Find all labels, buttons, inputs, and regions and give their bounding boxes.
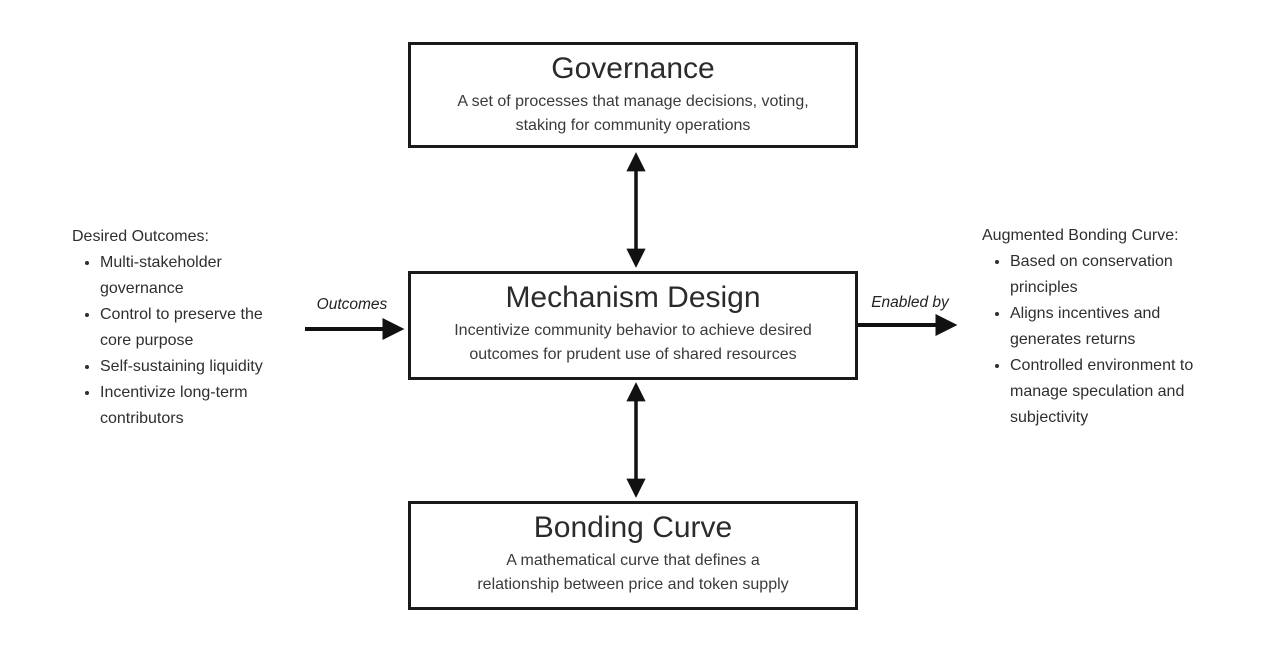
list-item: Incentivize long-term contributors <box>100 380 292 432</box>
mechanism-design-box: Mechanism Design Incentivize community b… <box>408 271 858 380</box>
list-item: Based on conservation principles <box>1010 249 1198 301</box>
augmented-bonding-curve-list: Based on conservation principles Aligns … <box>982 249 1198 431</box>
governance-box: Governance A set of processes that manag… <box>408 42 858 148</box>
bonding-curve-box: Bonding Curve A mathematical curve that … <box>408 501 858 610</box>
list-item: Aligns incentives and generates returns <box>1010 301 1198 353</box>
enabled-by-arrow-label: Enabled by <box>871 294 949 311</box>
bonding-curve-description: A mathematical curve that defines a rela… <box>477 551 789 594</box>
augmented-bonding-curve-panel: Augmented Bonding Curve: Based on conser… <box>982 223 1198 431</box>
desired-outcomes-list: Multi-stakeholder governance Control to … <box>72 250 292 432</box>
desired-outcomes-panel: Desired Outcomes: Multi-stakeholder gove… <box>72 224 292 432</box>
bonding-curve-title: Bonding Curve <box>533 511 733 544</box>
desired-outcomes-heading: Desired Outcomes: <box>72 228 209 245</box>
mechanism-design-title: Mechanism Design <box>505 281 761 314</box>
list-item: Self-sustaining liquidity <box>100 354 292 380</box>
augmented-bonding-curve-heading: Augmented Bonding Curve: <box>982 227 1179 244</box>
list-item: Controlled environment to manage specula… <box>1010 353 1198 431</box>
mechanism-design-description: Incentivize community behavior to achiev… <box>454 321 812 364</box>
list-item: Control to preserve the core purpose <box>100 302 292 354</box>
governance-title: Governance <box>551 52 715 85</box>
outcomes-arrow-label: Outcomes <box>316 296 388 313</box>
governance-description: A set of processes that manage decisions… <box>457 92 809 135</box>
list-item: Multi-stakeholder governance <box>100 250 292 302</box>
